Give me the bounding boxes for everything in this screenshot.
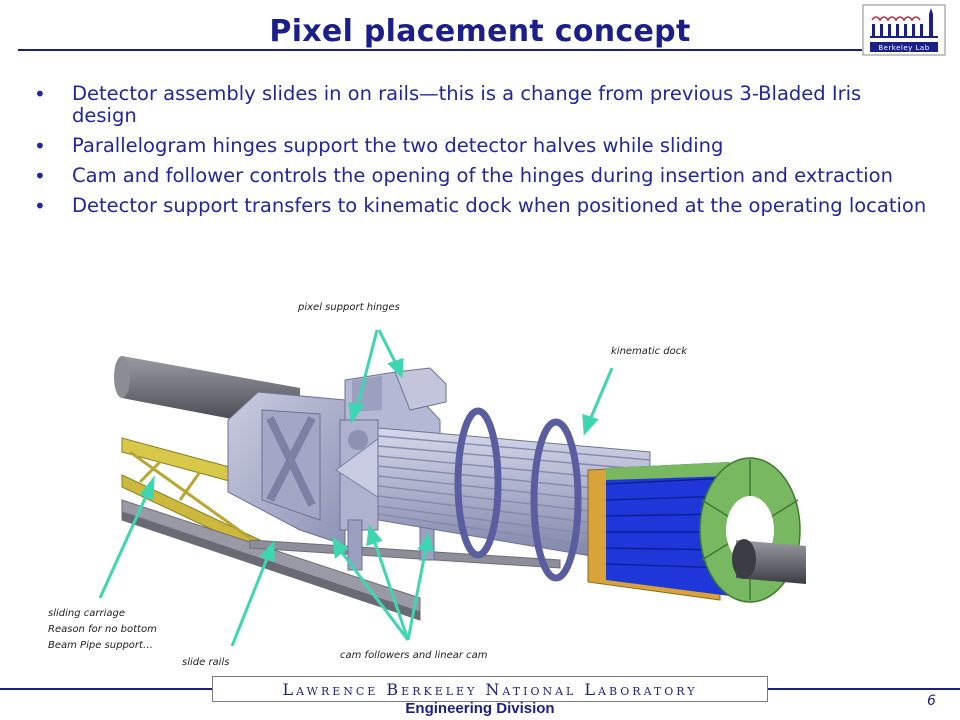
bullet-item: • Detector support transfers to kinematic… [30,194,930,218]
bullet-item: • Detector assembly slides in on rails—th… [30,83,930,127]
title-divider [18,49,862,51]
beam-pipe-end [114,356,130,398]
label-kinematic-dock: kinematic dock [611,346,688,357]
slide-title: Pixel placement concept [269,14,691,49]
bullet-dot: • [34,82,46,106]
label-pixel-support-hinges: pixel support hinges [298,302,400,313]
label-sliding-carriage-note: Reason for no bottom [48,624,157,635]
bullet-text: Parallelogram hinges support the two det… [72,134,724,157]
logo-text: Berkeley Lab [878,44,929,52]
bullet-dot: • [34,194,46,218]
bullet-item: • Cam and follower controls the opening o… [30,164,930,188]
lbnl-banner: Lawrence Berkeley National Laboratory [212,676,768,702]
bullet-text: Detector assembly slides in on rails—thi… [72,82,862,127]
lbnl-banner-text: Lawrence Berkeley National Laboratory [282,679,698,699]
label-slide-rails: slide rails [182,657,230,668]
label-sliding-carriage: sliding carriage [48,608,126,619]
pixel-detector [587,457,801,603]
division-name: Engineering Division [405,700,555,717]
berkeley-lab-logo: Berkeley Lab [862,4,946,56]
detector-assembly-figure [98,329,806,647]
bullet-dot: • [34,134,46,158]
inner-beam-pipe [732,539,806,584]
callout-arrows [98,329,614,647]
bullet-dot: • [34,164,46,188]
bullet-item: • Parallelogram hinges support the two de… [30,134,930,158]
bullet-list: • Detector assembly slides in on rails—th… [30,83,930,225]
label-cam-followers: cam followers and linear cam [340,650,488,661]
kinematic-dock-rings [454,407,582,582]
label-sliding-carriage-note: Beam Pipe support… [48,640,153,651]
bullet-text: Detector support transfers to kinematic … [72,194,927,217]
page-number: 6 [927,693,936,709]
bullet-text: Cam and follower controls the opening of… [72,164,893,187]
